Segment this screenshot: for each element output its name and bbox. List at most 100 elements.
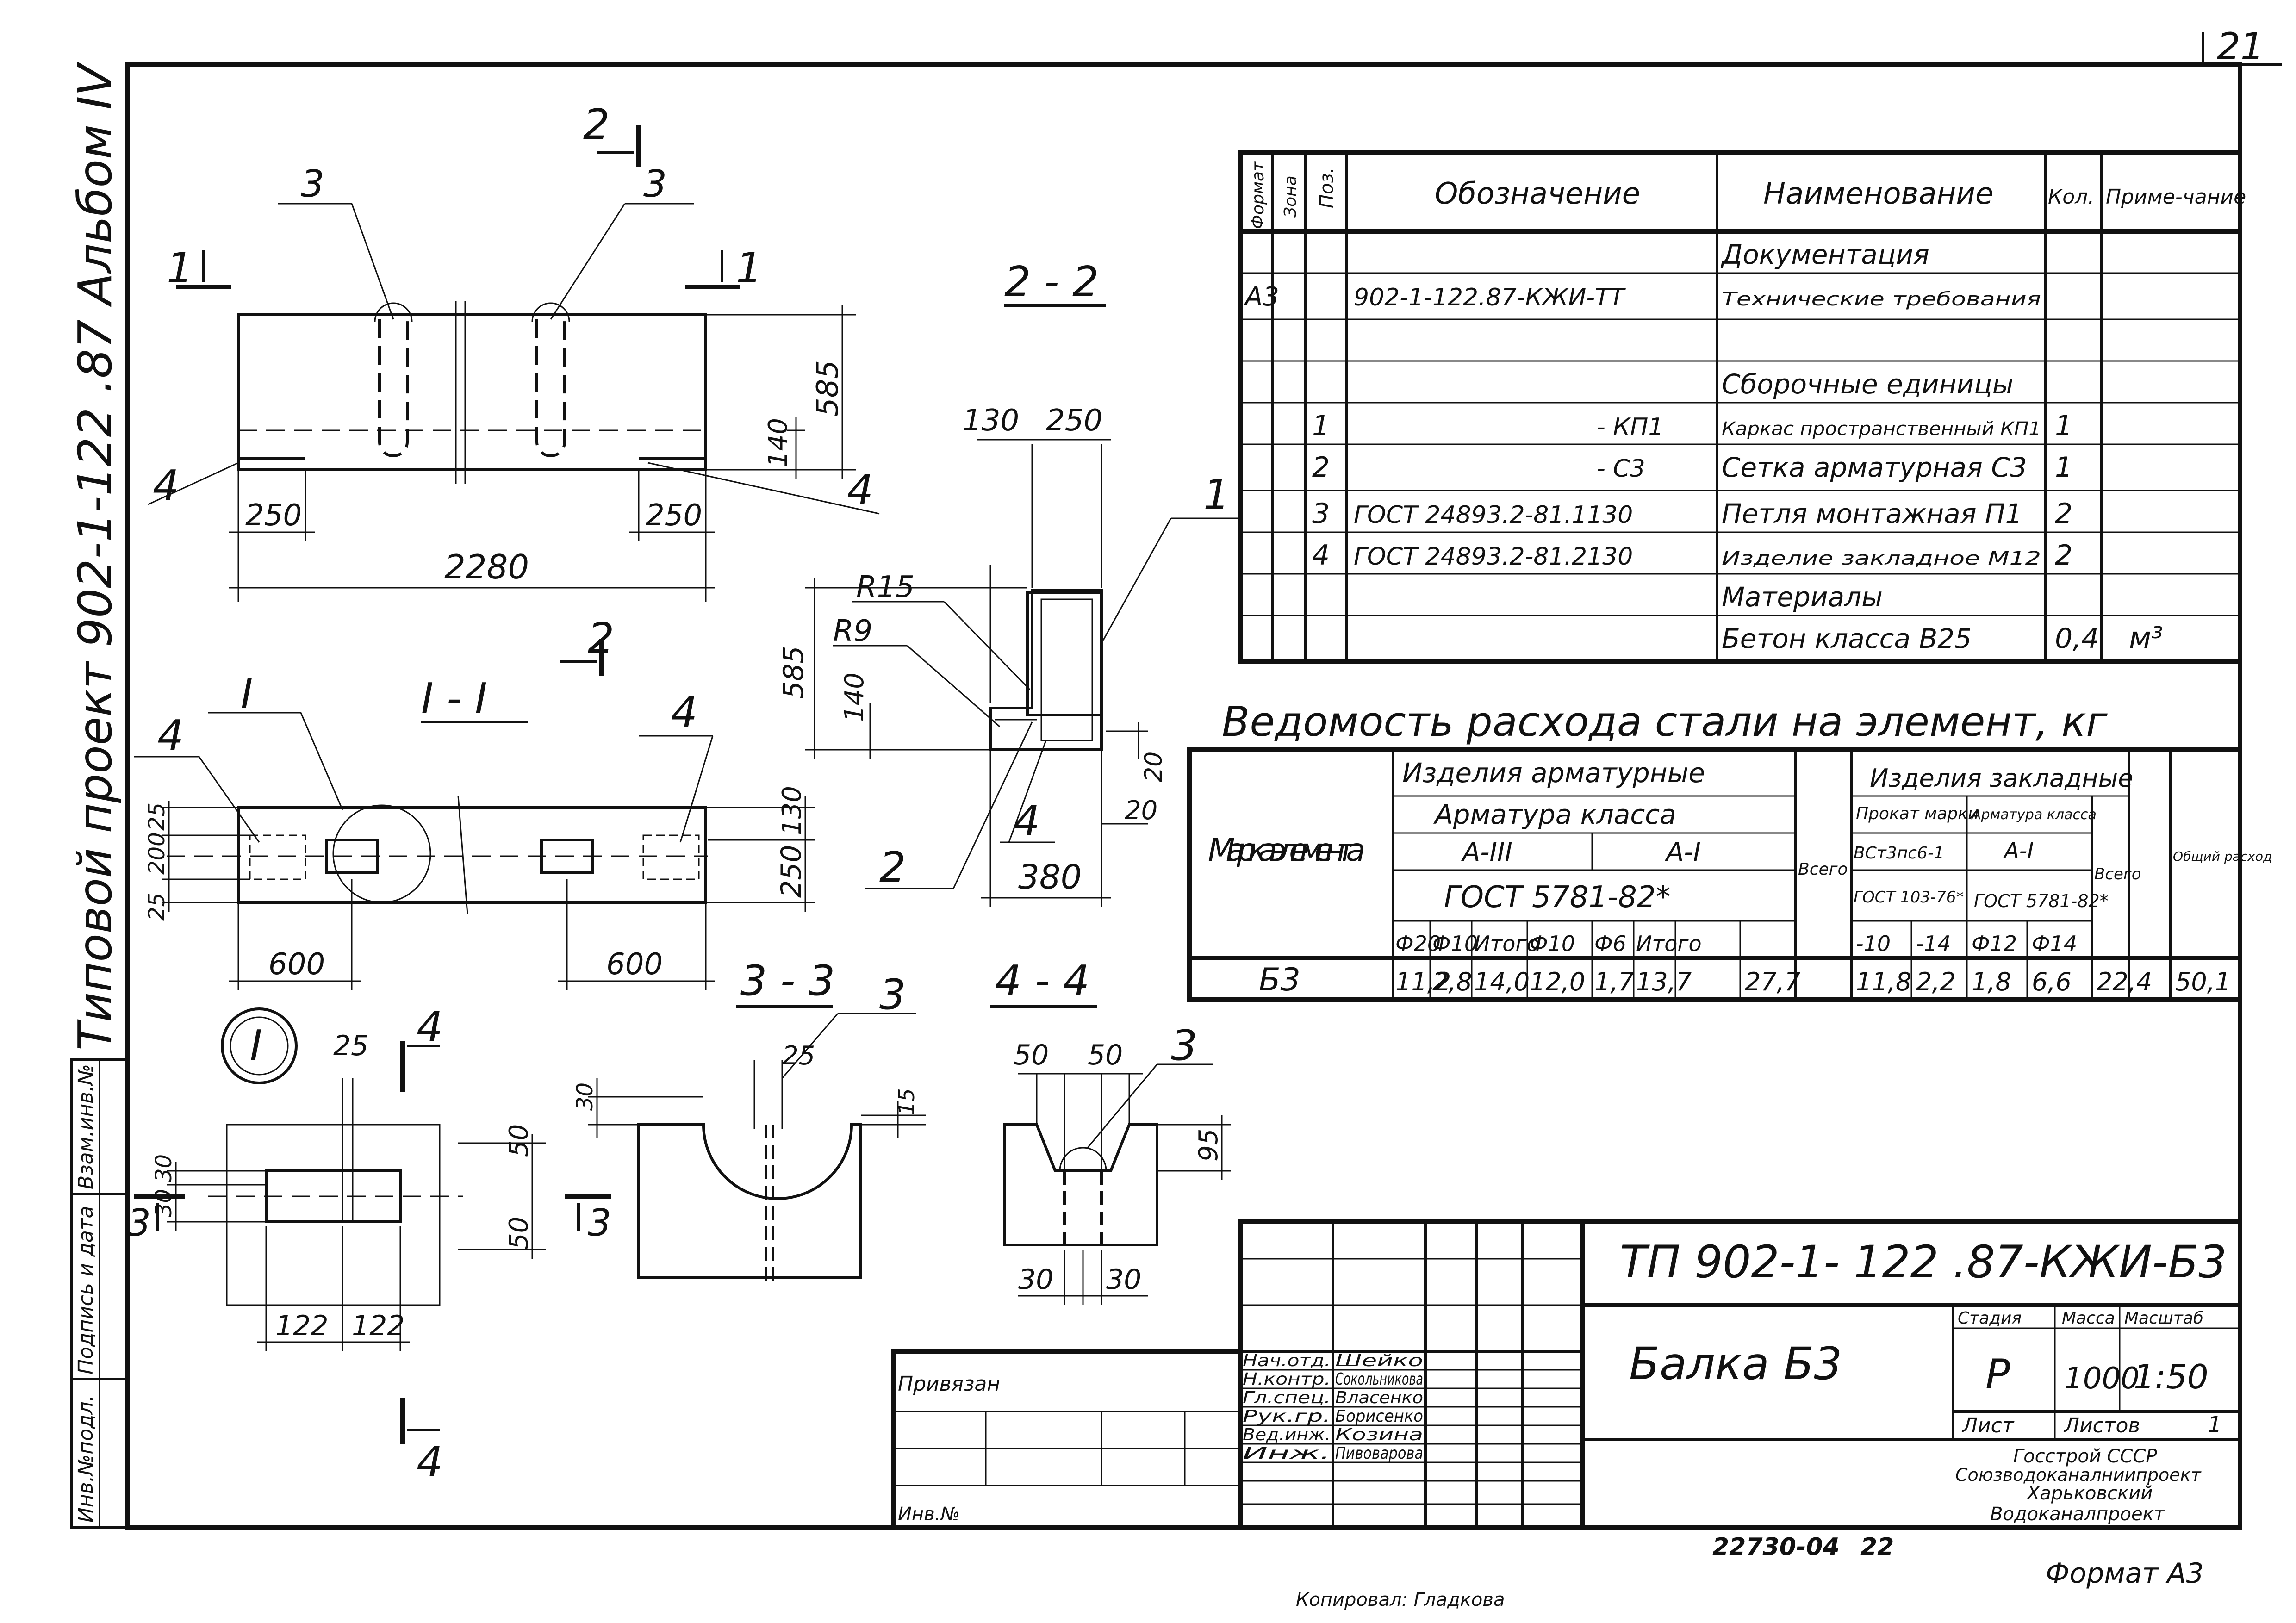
spec-row-name: Сетка арматурная С3 (1722, 452, 2027, 483)
steel-h-armature-items: Изделия арматурные (1402, 757, 1705, 789)
beam-dim-140: 140 (763, 418, 793, 467)
section-2-2-r9: R9 (833, 614, 872, 648)
staff-role: Инж. (1243, 1444, 1331, 1463)
staff-name: Шейко (1335, 1351, 1423, 1370)
steel-row-value: 50,1 (2175, 967, 2231, 996)
staff-name: Сокольникова (1335, 1370, 1423, 1389)
steel-subheader: Ф14 (2032, 931, 2077, 956)
section-4-4-dim-30a: 30 (1018, 1263, 1053, 1296)
detail-I-marker-3a: 3 (127, 1201, 151, 1244)
steel-h-emb-total: Всего (2094, 865, 2141, 883)
section-2-2-pos-2: 2 (879, 843, 906, 892)
beam-dim-585: 585 (811, 360, 845, 417)
steel-h-rolled-gost: ГОСТ 103-76* (1854, 888, 1964, 907)
title-mass-label: Масса (2062, 1309, 2115, 1328)
steel-h-emb-gost: ГОСТ 5781-82* (1974, 891, 2109, 911)
section-4-4-title: 4 - 4 (995, 957, 1089, 1005)
steel-h-total: Всего (1798, 860, 1848, 879)
title-org-1: Госстрой СССР (2013, 1446, 2157, 1467)
staff-name: Козина (1335, 1425, 1423, 1444)
steel-h-rolled: Прокат марки (1856, 804, 1979, 823)
spec-row-name: Сборочные единицы (1722, 368, 2014, 400)
section-3-3-pos-3: 3 (879, 970, 906, 1019)
spec-row-qty: 0,4 (2055, 622, 2099, 655)
title-inv-label: Инв.№ (898, 1504, 960, 1525)
title-code: ТП 902-1- 122 .87-КЖИ-Б3 (1620, 1236, 2227, 1288)
section-2-2-dim-20a: 20 (1140, 752, 1168, 782)
detail-I-dim-50a: 50 (504, 1124, 534, 1157)
steel-h-armature-class: Арматура класса (1433, 799, 1676, 830)
section-3-3: 3 - 3 25 3 30 15 (572, 957, 926, 1287)
steel-subheader: Итого (1636, 931, 1702, 956)
steel-h-a3: А-III (1461, 837, 1512, 867)
steel-h-rolled-grade: ВСт3пс6-1 (1854, 844, 1944, 863)
spec-row-qty: 2 (2055, 539, 2072, 572)
beam-dim-250b: 250 (646, 498, 702, 533)
spec-row-pos: 2 (1312, 451, 1330, 484)
section-4-4-dim-95: 95 (1194, 1129, 1224, 1162)
steel-row-value: 1,8 (1972, 967, 2011, 996)
detail-I-dim-30a: 30 (151, 1154, 177, 1182)
stamp-vzam-inv: Взам.инв.№ (74, 1064, 98, 1189)
section-1-1-dim-600a: 600 (268, 947, 325, 982)
steel-h-emb-class: Арматура класса (1971, 807, 2097, 823)
section-2-2: 2 - 2 130 250 R15 R9 585 140 20 20 (778, 258, 1240, 907)
spec-row-note: м³ (2129, 621, 2163, 655)
spec-row-qty: 1 (2055, 451, 2072, 484)
detail-I-mark: I (250, 1021, 262, 1070)
spec-row-name: Документация (1720, 239, 1929, 270)
page-number: 21 (2217, 25, 2264, 68)
steel-row-value: 11,2 (1395, 967, 1451, 996)
beam-dim-250a: 250 (245, 498, 302, 533)
title-name: Балка Б3 (1629, 1338, 1842, 1390)
staff-role: Гл.спец. (1243, 1388, 1331, 1407)
beam-marker-1a: 1 (167, 244, 193, 292)
section-2-2-dim-140: 140 (840, 672, 870, 722)
section-1-1: I - I 2 I 4 4 25 200 25 130 (134, 614, 815, 990)
title-scale: 1:50 (2134, 1357, 2209, 1396)
staff-role: Н.контр. (1243, 1370, 1331, 1389)
steel-row-value: 13,7 (1636, 967, 1692, 996)
archive-sheet: 22 (1860, 1533, 1894, 1561)
section-2-2-dim-380: 380 (1018, 858, 1082, 896)
spec-row-pos: 1 (1312, 410, 1330, 442)
section-1-1-dim-25b: 25 (144, 893, 170, 921)
steel-row-value: 2,8 (1432, 967, 1472, 996)
steel-row-value: 14,0 (1474, 967, 1530, 996)
section-4-4-pos-3: 3 (1171, 1021, 1197, 1070)
section-1-1-dim-600b: 600 (606, 947, 663, 982)
stamp-signature-date: Подпись и дата (74, 1206, 98, 1374)
spec-h-zone: Зона (1281, 175, 1300, 218)
staff-name: Власенко (1335, 1388, 1423, 1407)
side-stamp: Инв.№подл. Подпись и дата Взам.инв.№ (70, 1058, 129, 1529)
spec-row-qty: 2 (2055, 497, 2072, 530)
section-1-1-dim-200: 200 (144, 832, 170, 875)
staff-role: Рук.гр. (1243, 1407, 1331, 1426)
spec-h-qty: Кол. (2048, 185, 2094, 209)
spec-row-name: Изделие закладное М12 (1722, 548, 2041, 569)
steel-table-title: Ведомость расхода стали на элемент, кг (1222, 698, 2108, 746)
beam-front-view: 3 3 1 1 2 4 4 585 140 250 250 2280 (148, 100, 880, 602)
section-2-2-title: 2 - 2 (1004, 258, 1099, 306)
section-1-1-dim-130: 130 (777, 786, 807, 835)
section-2-2-pos-1: 1 (1203, 471, 1230, 519)
spec-row-format: А3 (1244, 282, 1279, 312)
steel-h-emb-a1: А-I (2003, 838, 2034, 864)
spec-row-pos: 3 (1312, 497, 1330, 530)
steel-row-value: 22,4 (2097, 967, 2152, 996)
steel-subheader: Ф12 (1972, 931, 2017, 956)
steel-h-a1: А-I (1665, 837, 1701, 867)
title-bound-label: Привязан (898, 1372, 1000, 1396)
steel-row-value: 6,6 (2032, 967, 2072, 996)
section-4-4-dim-30b: 30 (1106, 1263, 1141, 1296)
beam-marker-4a: 4 (153, 461, 179, 510)
steel-h-grand-total: Общий расход (2173, 849, 2272, 864)
section-1-1-pos-4a: 4 (157, 711, 184, 760)
detail-I-marker-3b: 3 (588, 1201, 611, 1244)
detail-I-dim-122a: 122 (275, 1310, 329, 1342)
title-block: ТП 902-1- 122 .87-КЖИ-Б3 Балка Б3 Стадия… (891, 1219, 2242, 1530)
section-4-4: 4 - 4 50 50 3 95 30 30 (990, 957, 1231, 1305)
section-1-1-callout: I (241, 670, 253, 718)
